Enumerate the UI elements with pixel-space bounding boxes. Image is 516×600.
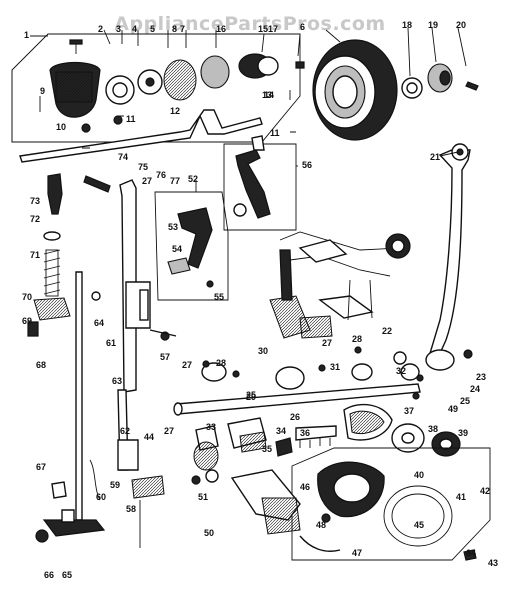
part-label-p9: 9 [40, 86, 45, 96]
part-label-p70: 70 [22, 292, 32, 302]
part-label-p58: 58 [126, 504, 136, 514]
part-label-p10: 10 [56, 122, 66, 132]
part-label-p74: 74 [118, 152, 128, 162]
part-label-p52: 52 [188, 174, 198, 184]
part-label-p64a: 64 [94, 318, 104, 328]
part-label-p30: 30 [258, 346, 268, 356]
part-label-p48: 48 [316, 520, 326, 530]
part-label-p73: 73 [30, 196, 40, 206]
part-label-p31: 31 [330, 362, 340, 372]
part-label-p3: 3 [116, 24, 121, 34]
watermark: AppliancePartsPros.com [114, 13, 385, 35]
handwheel [289, 39, 479, 141]
part-label-p5: 5 [150, 24, 155, 34]
part-label-p59: 59 [110, 480, 120, 490]
part-label-p18: 18 [402, 20, 412, 30]
part-label-p66: 66 [44, 570, 54, 580]
part-label-p29: 29 [246, 392, 256, 402]
part-label-p7: 7 [180, 24, 185, 34]
part-label-p57: 57 [160, 352, 170, 362]
part-label-p26: 26 [290, 412, 300, 422]
top-shaft-group [11, 33, 301, 163]
part-label-p39: 39 [458, 428, 468, 438]
part-label-p46: 46 [300, 482, 310, 492]
box-52 [154, 191, 229, 301]
part-label-p37: 37 [404, 406, 414, 416]
part-label-p47: 47 [352, 548, 362, 558]
part-label-p64b: 64 [466, 548, 476, 558]
part-label-p6: 6 [300, 22, 305, 32]
part-label-p36: 36 [300, 428, 310, 438]
part-label-p11b: 11 [270, 128, 280, 138]
part-label-p25a: 25 [246, 390, 256, 400]
part-label-p77: 77 [170, 176, 180, 186]
part-label-p53: 53 [168, 222, 178, 232]
hook-assembly [191, 403, 491, 561]
part-label-p21: 21 [430, 152, 440, 162]
part-label-p35: 35 [262, 444, 272, 454]
part-label-p54: 54 [172, 244, 182, 254]
part-label-p75: 75 [138, 162, 148, 172]
part-label-p32: 32 [396, 366, 406, 376]
part-label-p1: 1 [24, 30, 29, 40]
part-label-p51: 51 [198, 492, 208, 502]
part-label-p67: 67 [36, 462, 46, 472]
part-label-p76: 76 [156, 170, 166, 180]
part-label-p24: 24 [470, 384, 480, 394]
part-label-p69: 69 [22, 316, 32, 326]
leader-lines [30, 27, 467, 192]
part-label-p15: 15 [258, 24, 268, 34]
part-label-p34: 34 [276, 426, 286, 436]
part-label-p27a: 27 [182, 360, 192, 370]
part-label-p13: 13 [262, 90, 272, 100]
part-label-p19: 19 [428, 20, 438, 30]
part-label-p68: 68 [36, 360, 46, 370]
part-label-p41: 41 [456, 492, 466, 502]
part-label-p11a: 11 [126, 114, 136, 124]
part-label-p28a: 28 [216, 358, 226, 368]
part-label-p4: 4 [132, 24, 137, 34]
part-label-p27b: 27 [322, 338, 332, 348]
part-label-p27d: 27 [142, 176, 152, 186]
machine-head [269, 231, 411, 339]
part-label-p17: 17 [268, 24, 278, 34]
part-label-p56: 56 [302, 160, 312, 170]
part-label-p20: 20 [456, 20, 466, 30]
part-label-p23: 23 [476, 372, 486, 382]
part-label-p8: 8 [172, 24, 177, 34]
part-label-p38: 38 [428, 424, 438, 434]
box-56 [223, 135, 297, 231]
part-label-p42: 42 [480, 486, 490, 496]
lower-shaft [173, 346, 421, 416]
part-label-p27c: 27 [164, 426, 174, 436]
part-label-p25b: 25 [460, 396, 470, 406]
part-label-p45: 45 [414, 520, 424, 530]
part-label-p72: 72 [30, 214, 40, 224]
part-label-p62: 62 [120, 426, 130, 436]
part-label-p55: 55 [214, 292, 224, 302]
feed-lever [393, 143, 473, 400]
part-label-p50: 50 [204, 528, 214, 538]
part-label-p40: 40 [414, 470, 424, 480]
part-label-p49: 49 [448, 404, 458, 414]
part-label-p71: 71 [30, 250, 40, 260]
part-label-p14: 14 [264, 90, 274, 100]
part-label-p16: 16 [216, 24, 226, 34]
part-label-p22: 22 [382, 326, 392, 336]
part-label-p61: 61 [106, 338, 116, 348]
part-label-p44: 44 [144, 432, 154, 442]
part-label-p65: 65 [62, 570, 72, 580]
part-label-p63: 63 [112, 376, 122, 386]
part-label-p43: 43 [488, 558, 498, 568]
part-label-p60: 60 [96, 492, 106, 502]
part-label-p33: 33 [206, 422, 216, 432]
part-label-p12: 12 [170, 106, 180, 116]
bars-left [27, 173, 177, 548]
part-label-p28b: 28 [352, 334, 362, 344]
part-label-p2: 2 [98, 24, 103, 34]
